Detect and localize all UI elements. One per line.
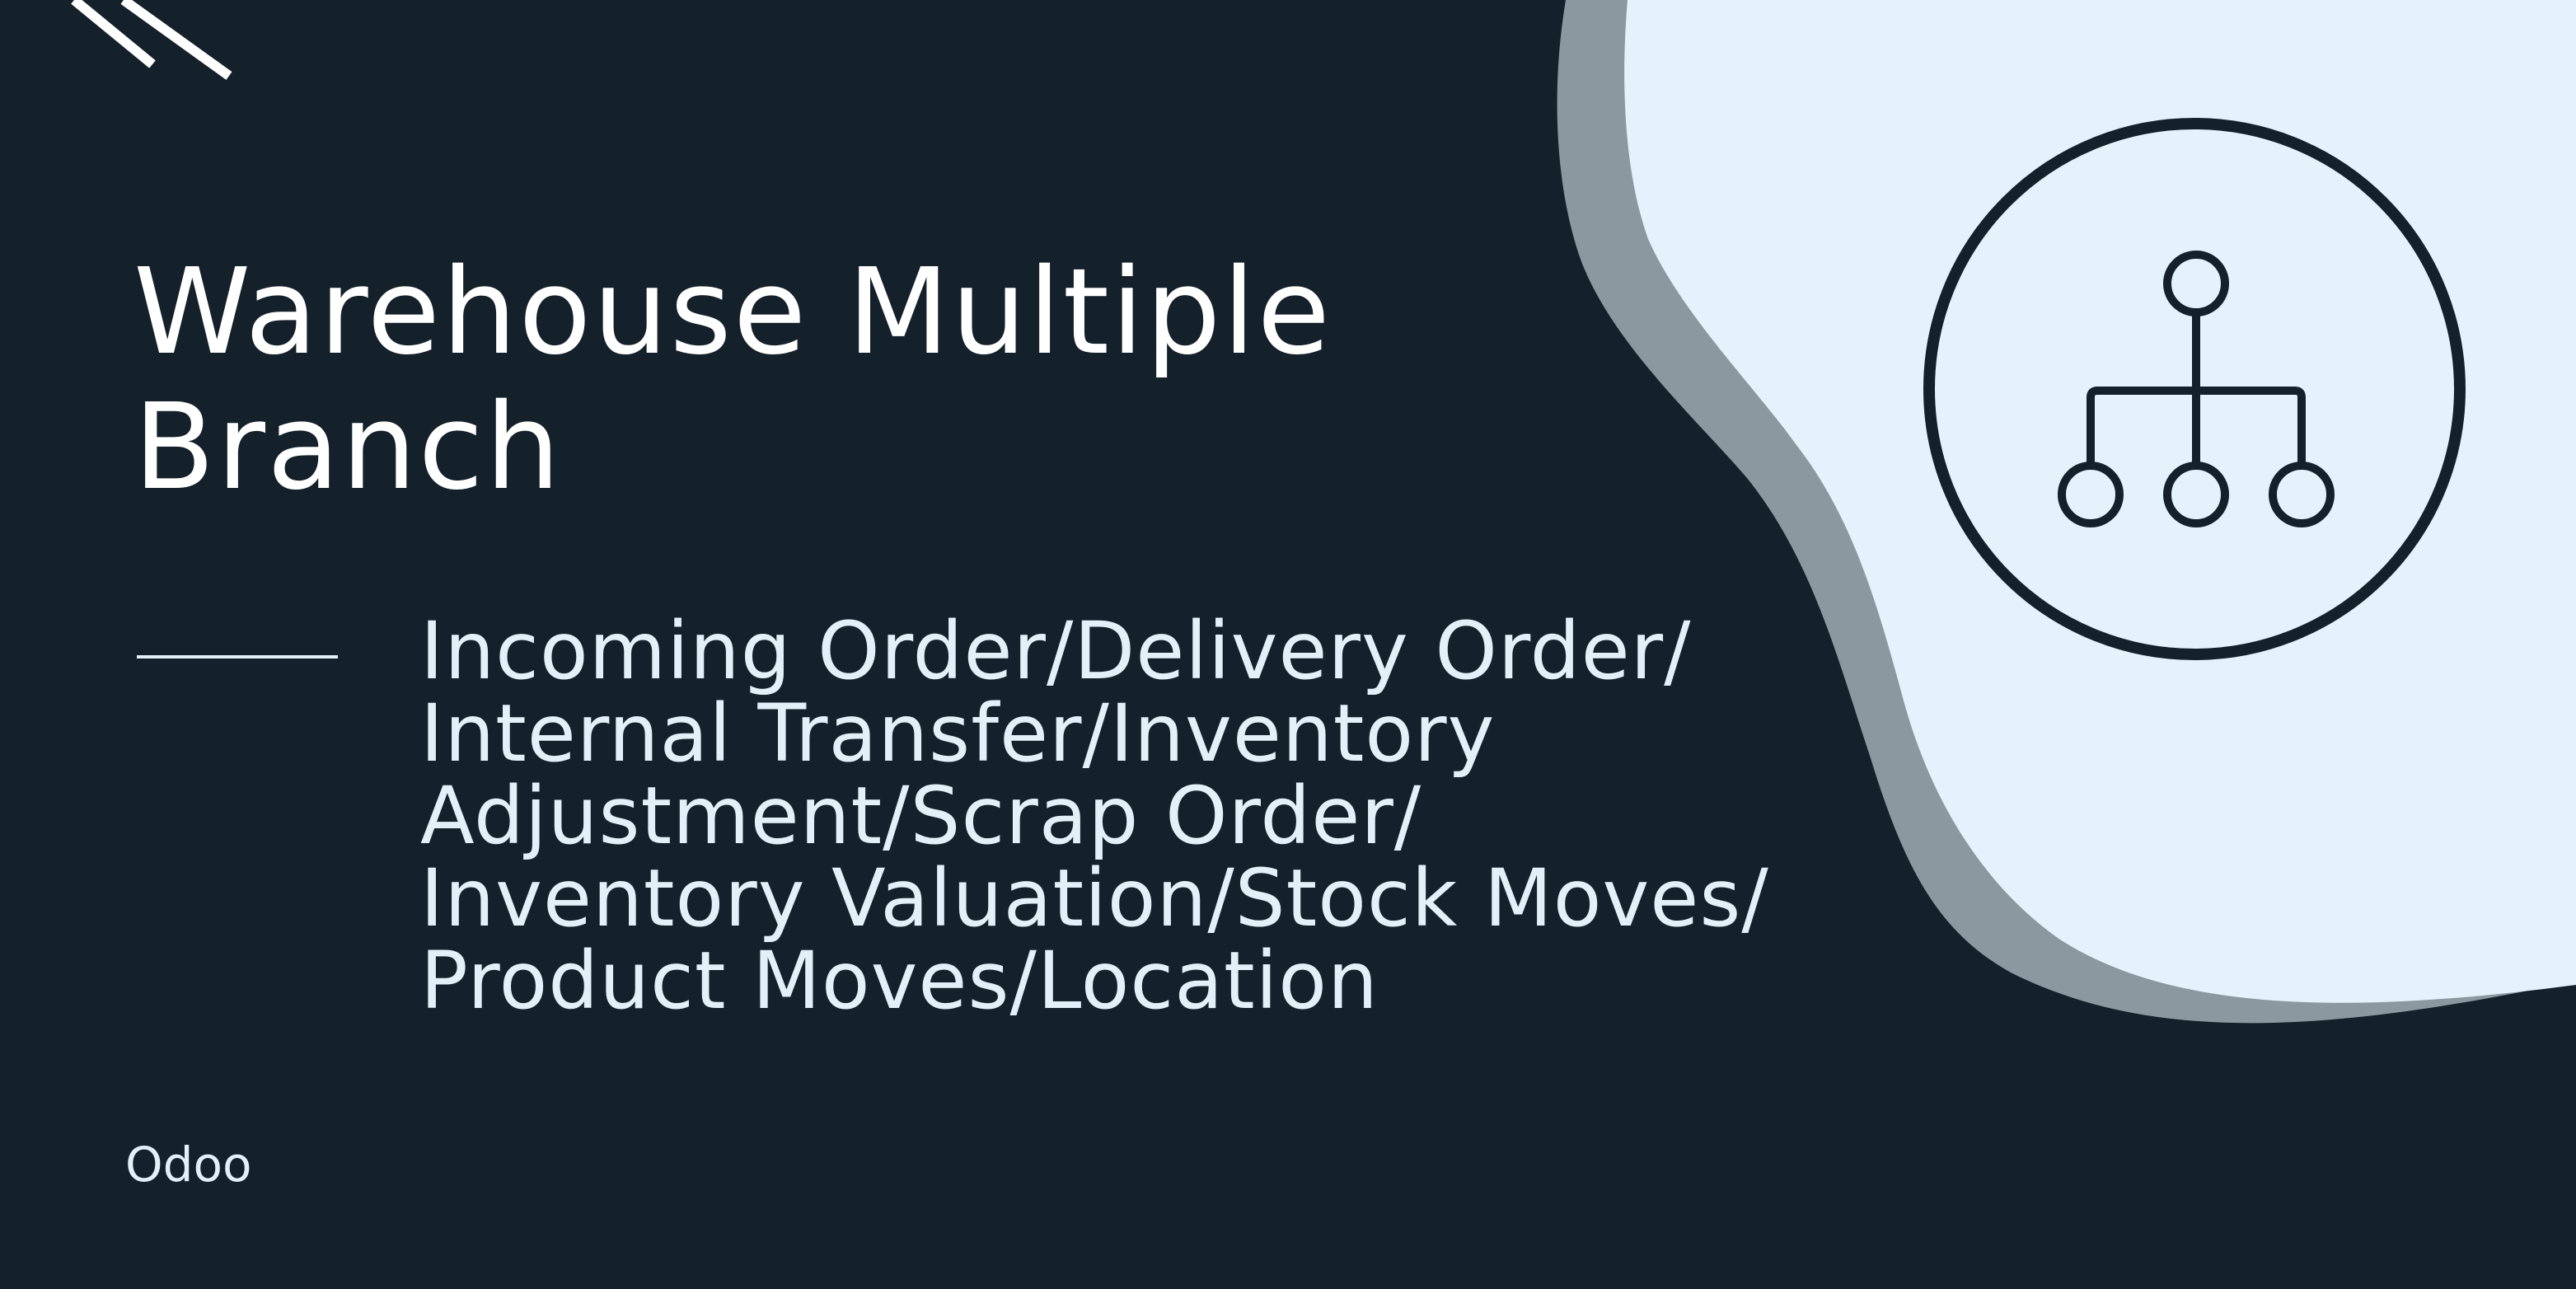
modules-list: Incoming Order/Delivery Order/ Internal … — [420, 610, 1904, 1022]
modules-line: Adjustment/Scrap Order/ — [420, 770, 1422, 862]
divider-line — [137, 655, 338, 659]
modules-line: Incoming Order/Delivery Order/ — [420, 605, 1692, 697]
corner-lines-decoration — [71, 0, 232, 80]
accent-panel-shape — [1624, 0, 2576, 1003]
org-hierarchy-icon — [1923, 118, 2466, 660]
modules-line: Product Moves/Location — [420, 935, 1379, 1027]
title-line: Warehouse Multiple — [133, 242, 1332, 381]
brand-label: Odoo — [125, 1137, 252, 1193]
title-line: Branch — [133, 377, 562, 516]
page-title: Warehouse Multiple Branch — [133, 244, 1452, 514]
modules-line: Internal Transfer/Inventory — [420, 687, 1496, 780]
modules-line: Inventory Valuation/Stock Moves/ — [420, 852, 1769, 944]
